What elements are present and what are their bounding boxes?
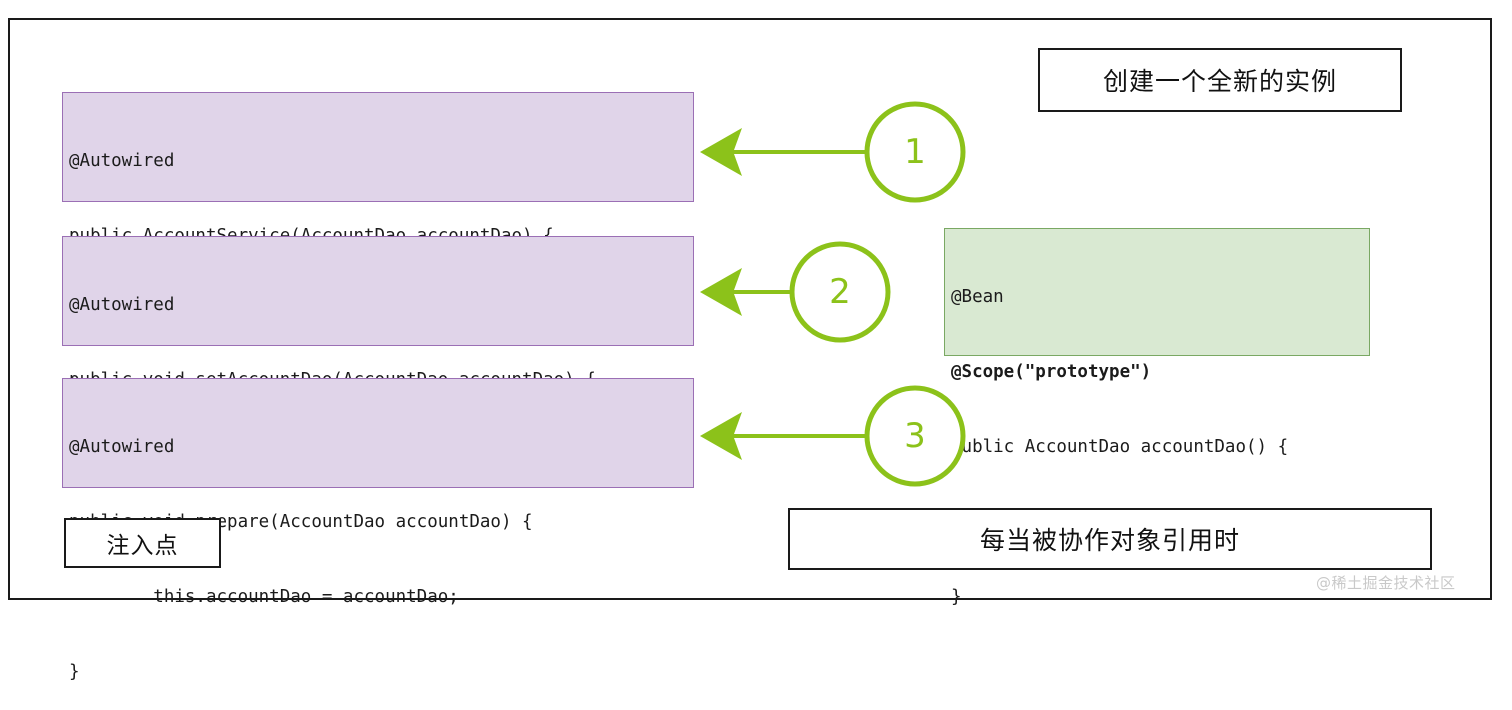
code-line: @Autowired bbox=[69, 151, 175, 171]
arrow-left-icon bbox=[700, 268, 792, 316]
code-block-method-injection: @Autowired public void prepare(AccountDa… bbox=[62, 378, 694, 682]
code-block-setter-injection: @Autowired public void setAccountDao(Acc… bbox=[62, 236, 694, 540]
callout-method: 3 bbox=[698, 380, 970, 492]
watermark: @稀土掘金技术社区 bbox=[1316, 574, 1456, 592]
code-line: this.accountDao = accountDao; bbox=[69, 587, 459, 607]
code-block-constructor-injection: @Autowired public AccountService(Account… bbox=[62, 92, 694, 396]
code-line: @Bean bbox=[951, 287, 1004, 307]
callout-circle: 1 bbox=[863, 100, 967, 204]
circle-icon bbox=[864, 101, 966, 203]
arrow-left-icon bbox=[700, 128, 866, 176]
label-box-create-instance: 创建一个全新的实例 bbox=[1038, 48, 1402, 112]
callout-circle: 2 bbox=[788, 240, 892, 344]
code-line: public AccountDao accountDao() { bbox=[951, 437, 1289, 457]
label-box-referenced-by-collaborator: 每当被协作对象引用时 bbox=[788, 508, 1432, 570]
circle-icon bbox=[789, 241, 891, 343]
circle-icon bbox=[864, 385, 966, 487]
code-line: } bbox=[951, 587, 962, 607]
code-line: @Autowired bbox=[69, 437, 175, 457]
arrow-left-icon bbox=[700, 412, 866, 460]
callout-setter: 2 bbox=[698, 238, 898, 348]
code-line: } bbox=[69, 662, 80, 682]
code-line-scope: @Scope("prototype") bbox=[951, 362, 1152, 382]
code-block-bean-definition: @Bean @Scope("prototype") public Account… bbox=[944, 228, 1370, 607]
callout-constructor: 1 bbox=[698, 98, 970, 208]
label-box-injection-point: 注入点 bbox=[64, 518, 221, 568]
code-line: @Autowired bbox=[69, 295, 175, 315]
callout-circle: 3 bbox=[863, 384, 967, 488]
